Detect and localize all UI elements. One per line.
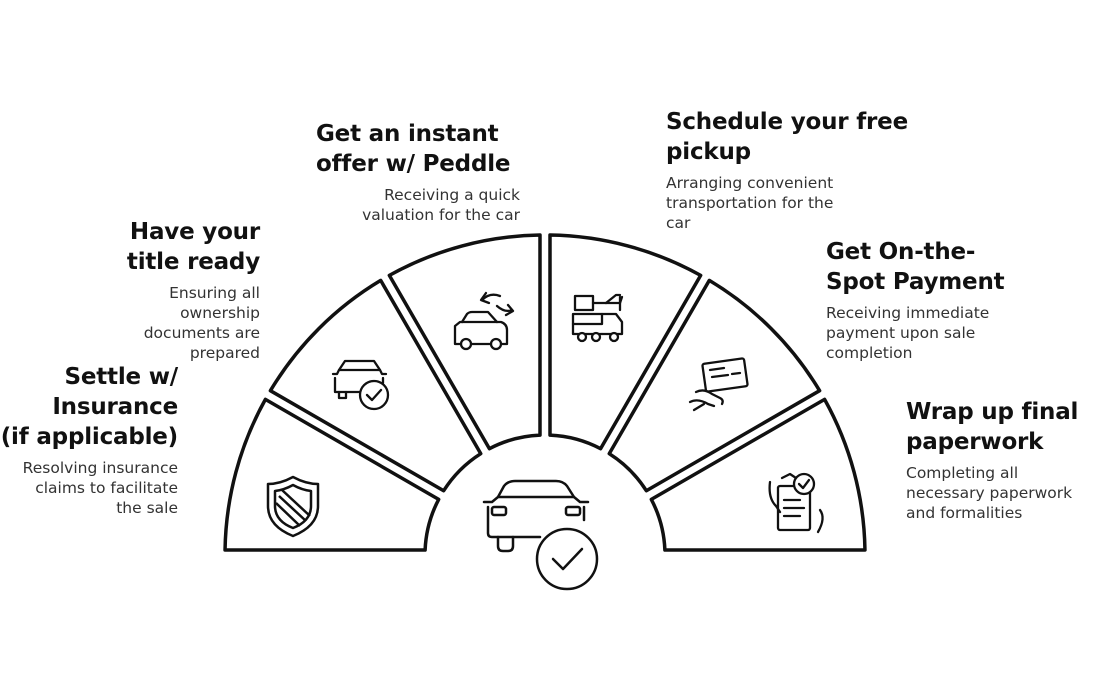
segment-4 <box>548 233 703 451</box>
car-checkmark-icon <box>482 479 599 591</box>
step-description: Completing all necessary paperwork and f… <box>906 464 1073 522</box>
step-schedule-pickup: Schedule your free pickup Arranging conv… <box>666 107 936 233</box>
step-wrap-up: Wrap up final paperwork Completing all n… <box>906 397 1096 523</box>
car-exchange-icon <box>453 291 515 351</box>
step-title: Get an instant offer w/ Peddle <box>316 121 511 177</box>
document-check-icon <box>768 472 824 534</box>
step-description: Receiving immediate payment upon sale co… <box>826 304 990 362</box>
step-description: Arranging convenient transportation for … <box>666 174 834 232</box>
step-title: Have your title ready <box>126 219 260 275</box>
car-check-icon <box>331 359 390 411</box>
card-payment-icon <box>688 357 749 412</box>
step-description: Ensuring all ownership documents are pre… <box>143 284 260 362</box>
step-title: Schedule your free pickup <box>666 109 908 165</box>
step-title: Get On-the- Spot Payment <box>826 239 1005 295</box>
segment-5 <box>607 278 822 493</box>
step-title: Settle w/ Insurance (if applicable) <box>0 364 178 450</box>
step-title-ready: Have your title ready Ensuring all owner… <box>60 217 260 363</box>
tow-truck-icon <box>571 293 624 343</box>
segments <box>223 233 867 552</box>
shield-icon <box>266 475 320 538</box>
step-description: Receiving a quick valuation for the car <box>362 186 520 224</box>
step-payment: Get On-the- Spot Payment Receiving immed… <box>826 237 1046 363</box>
step-description: Resolving insurance claims to facilitate… <box>22 459 178 517</box>
segment-6 <box>649 397 867 552</box>
step-title: Wrap up final paperwork <box>906 399 1079 455</box>
step-settle-insurance: Settle w/ Insurance (if applicable) Reso… <box>0 362 178 518</box>
segment-1 <box>223 397 441 552</box>
step-instant-offer: Get an instant offer w/ Peddle Receiving… <box>300 119 520 225</box>
